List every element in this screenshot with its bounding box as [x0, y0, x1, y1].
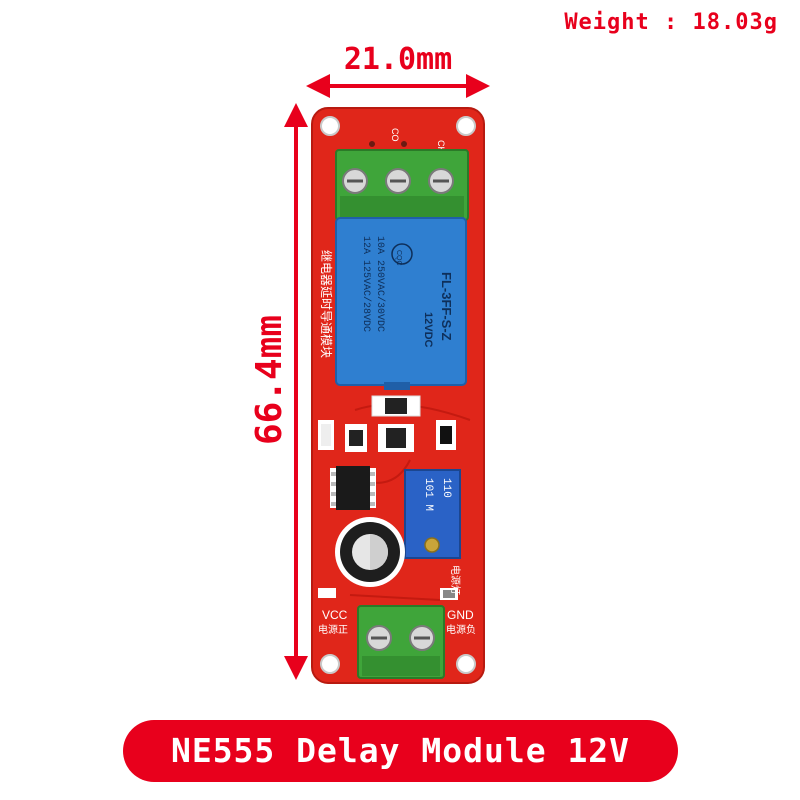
product-title: NE555 Delay Module 12V [170, 731, 631, 770]
mounting-hole [320, 116, 340, 136]
relay-model-label: FL-3FF-S-Z [439, 272, 454, 341]
pot-value-label: 101 M [422, 478, 434, 511]
vcc-label: VCC [322, 608, 348, 622]
mounting-hole [320, 654, 340, 674]
product-title-banner: NE555 Delay Module 12V [123, 720, 678, 782]
ne555-chip [330, 466, 376, 510]
relay [335, 217, 467, 390]
power-led-label: 电源灯 [449, 565, 462, 595]
relay-cert-label: CQC [395, 250, 402, 266]
electrolytic-capacitor [335, 517, 405, 587]
relay-coil-label: 12VDC [422, 312, 434, 348]
pot-code-label: 110 [440, 478, 452, 498]
board-side-text: 继电器延时导通模块 [319, 250, 333, 358]
gnd-label: GND [447, 608, 474, 622]
mounting-hole [456, 654, 476, 674]
bottom-terminal-block [357, 605, 445, 679]
gnd-cn-label: 电源负 [446, 623, 476, 636]
mounting-hole [456, 116, 476, 136]
smd-components [318, 395, 456, 452]
relay-rating-1: 10A 250VAC/30VDC [374, 236, 386, 332]
weight-label: Weight : 18.03g [564, 10, 778, 35]
potentiometer [404, 469, 461, 559]
relay-rating-2: 12A 125VAC/28VDC [360, 236, 372, 332]
label-top-mid: CO [390, 128, 400, 142]
power-led [440, 588, 458, 600]
vcc-cn-label: 电源正 [318, 623, 348, 636]
top-terminal-block [335, 149, 469, 221]
label-top-right: CK [436, 140, 446, 153]
width-dimension-label: 21.0mm [343, 42, 453, 77]
